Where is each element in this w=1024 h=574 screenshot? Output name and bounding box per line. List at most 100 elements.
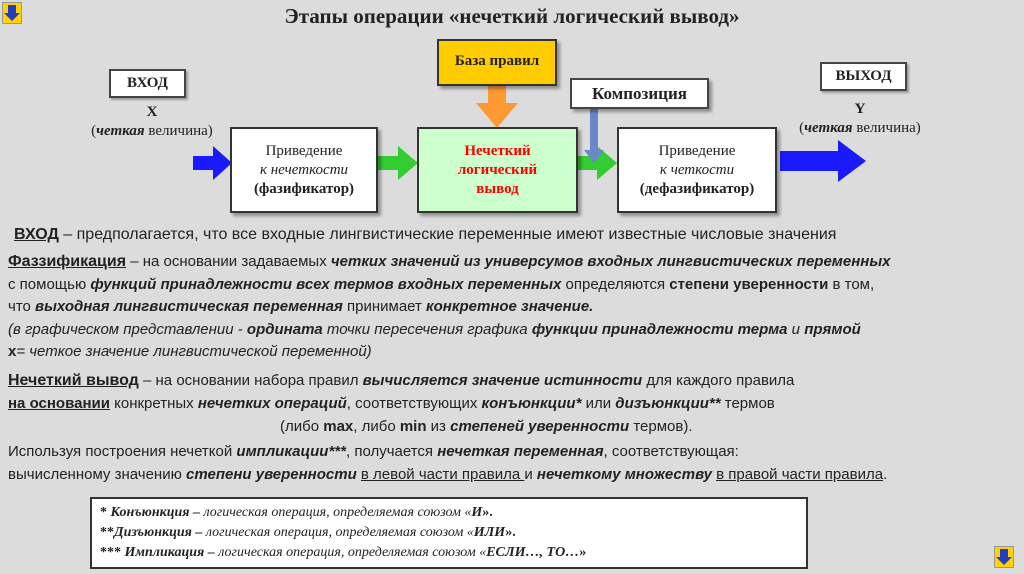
input-desc: X (четкая величина)	[52, 103, 252, 141]
fn2-d: ИЛИ	[473, 525, 506, 540]
p8-a: на основании	[8, 395, 110, 412]
p8-h: термов	[720, 395, 775, 412]
arrow-down-icon	[4, 5, 20, 21]
p7-c: для каждого правила	[642, 372, 795, 389]
p8-d: , соответствующих	[346, 395, 482, 412]
para-fuzz-5: x= четкое значение лингвистической перем…	[8, 341, 372, 363]
arrow-down-icon	[996, 549, 1012, 565]
p5-d: функции принадлежности терма	[531, 321, 788, 338]
p10-c: , получается	[345, 443, 438, 460]
p9-d: min	[399, 418, 427, 435]
fn3-b: Импликация –	[124, 545, 215, 560]
output-desc-rest: величина)	[852, 120, 921, 136]
para-infer-head: Нечеткий вывод	[8, 372, 139, 389]
p4-a: что	[8, 298, 36, 315]
p3-e: в том,	[828, 276, 875, 293]
p8-g: дизъюнкции**	[615, 395, 721, 412]
input-desc-open: (	[91, 123, 97, 139]
p11-e: и	[524, 466, 537, 483]
fn3-c: логическая операция, определяемая союзом…	[214, 545, 487, 560]
fuzz-line1: Приведение	[265, 142, 343, 159]
p6-a: x	[8, 343, 17, 360]
para-input-rest: – предполагается, что все входные лингви…	[58, 226, 837, 243]
p5-c: точки пересечения графика	[322, 321, 532, 338]
input-desc-it: четкая	[96, 123, 145, 139]
p11-f: нечеткому множеству	[536, 466, 712, 483]
diagram-arrows	[193, 84, 866, 182]
input-label: ВХОД	[109, 69, 186, 98]
infer-line1: Нечеткий	[464, 142, 531, 159]
para-fuzz-3: что выходная лингвистическая переменная …	[8, 296, 593, 318]
para-fuzz-4: (в графическом представлении - ордината …	[8, 319, 861, 341]
p8-e: конъюнкции*	[481, 395, 582, 412]
para-infer-1: Нечеткий вывод – на основании набора пра…	[8, 370, 794, 392]
fuzzifier-box: Приведение к нечеткости (фазификатор)	[230, 127, 378, 213]
p10-a: Используя построения нечеткой	[8, 443, 237, 460]
p11-i: .	[883, 466, 888, 483]
p2-a: – на основании задаваемых	[126, 253, 331, 270]
para-input-head: ВХОД	[14, 226, 59, 243]
p9-c: , либо	[353, 418, 400, 435]
fn3-e: »	[579, 545, 587, 560]
fn2-c: логическая операция, определяемая союзом…	[202, 525, 474, 540]
para-infer-4: Используя построения нечеткой импликации…	[8, 441, 739, 463]
output-arrow	[780, 140, 866, 182]
para-fuzz-head: Фаззификация	[8, 253, 127, 270]
p10-e: , соответствующая:	[603, 443, 739, 460]
p11-a: вычисленному значению	[8, 466, 187, 483]
p8-c: нечетких операций	[197, 395, 347, 412]
p5-a: (в графическом представлении -	[8, 321, 247, 338]
infer-line3: вывод	[476, 180, 519, 197]
rules-base: База правил	[437, 39, 557, 86]
input-desc-rest: величина)	[144, 123, 213, 139]
fn2-a: **	[100, 525, 114, 540]
p11-d: в левой части правила	[360, 466, 525, 483]
infer-to-defuzz-arrow	[577, 146, 617, 180]
p3-a: с помощью	[8, 276, 91, 293]
inference-box: Нечеткий логический вывод	[417, 127, 578, 213]
p9-g: термов).	[629, 418, 693, 435]
fn1-c: логическая операция, определяемая союзом…	[199, 505, 472, 520]
p2-b: четких значений из универсумов входных л…	[330, 253, 891, 270]
defuzz-line3: (дефазификатор)	[639, 180, 755, 197]
para-fuzz-1: Фаззификация – на основании задаваемых ч…	[8, 251, 891, 273]
nav-down-button-top[interactable]	[2, 2, 22, 24]
composition-box: Композиция	[570, 78, 709, 109]
p4-b: выходная лингвистическая переменная	[35, 298, 343, 315]
footnotes-box: * Конъюнкция – логическая операция, опре…	[90, 497, 808, 569]
p3-b: функций принадлежности всех термов входн…	[90, 276, 562, 293]
footnote-implication: *** Импликация – логическая операция, оп…	[100, 543, 798, 563]
fn1-a: *	[100, 505, 111, 520]
para-infer-3: (либо max, либо min из степеней уверенно…	[280, 416, 693, 438]
output-desc: Y (четкая величина)	[760, 100, 960, 138]
composition-arrow	[584, 108, 604, 163]
fn1-e: ».	[482, 505, 493, 520]
output-var: Y	[854, 101, 866, 117]
fn3-d: ЕСЛИ…, ТО…	[486, 545, 580, 560]
para-infer-5: вычисленному значению степени уверенност…	[8, 464, 887, 486]
fuzz-line3: (фазификатор)	[253, 180, 355, 197]
fn2-b: Дизъюнкция –	[114, 525, 203, 540]
p11-h: в правой части правила	[716, 466, 884, 483]
p3-d: степени уверенности	[669, 276, 829, 293]
p9-e: из	[426, 418, 451, 435]
para-infer-2: на основании конкретных нечетких операци…	[8, 393, 775, 415]
footnote-disjunction: **Дизъюнкция – логическая операция, опре…	[100, 523, 798, 543]
fn1-b: Конъюнкция –	[110, 505, 200, 520]
output-label: ВЫХОД	[820, 62, 907, 91]
infer-line2: логический	[457, 161, 538, 178]
footnote-conjunction: * Конъюнкция – логическая операция, опре…	[100, 503, 798, 523]
p11-b: степени уверенности	[186, 466, 357, 483]
output-desc-open: (	[799, 120, 805, 136]
defuzz-line2: к четкости	[659, 161, 735, 178]
input-var: X	[146, 104, 158, 120]
output-desc-it: четкая	[804, 120, 853, 136]
p10-d: нечеткая переменная	[437, 443, 604, 460]
p9-b: max	[323, 418, 354, 435]
p7-b: вычисляется значение истинности	[362, 372, 643, 389]
nav-down-button-bottom[interactable]	[994, 546, 1014, 568]
p4-d: конкретное значение.	[426, 298, 594, 315]
defuzz-line1: Приведение	[658, 142, 736, 159]
p5-b: ордината	[246, 321, 323, 338]
input-arrow	[193, 146, 232, 180]
